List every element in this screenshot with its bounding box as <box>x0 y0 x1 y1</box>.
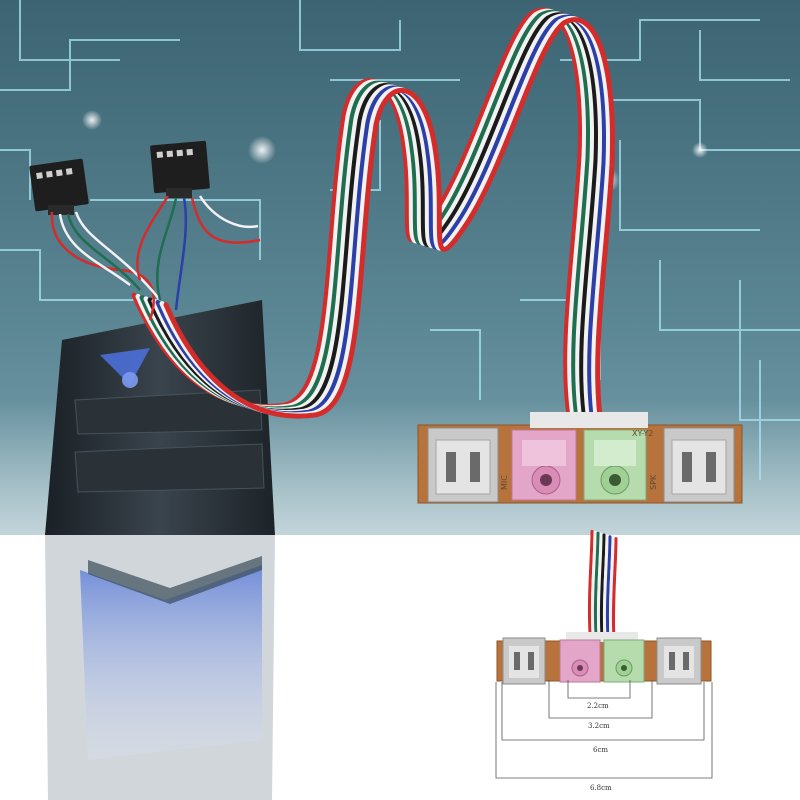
ribbon-wire <box>611 537 618 642</box>
pcb-model-label: XY-Y2 <box>632 429 653 438</box>
dimension-label-6cm: 6cm <box>593 746 608 754</box>
ribbon-wire <box>593 531 600 636</box>
ribbon-wire <box>147 12 599 423</box>
dimension-line-2-2cm <box>567 680 631 699</box>
small-usb-right <box>656 637 702 685</box>
dimension-label-2-2cm: 2.2cm <box>587 702 609 710</box>
dimension-line-6cm <box>501 682 705 741</box>
usb-port-right <box>663 427 735 503</box>
small-cable <box>587 529 618 642</box>
ribbon-wire <box>155 14 607 425</box>
dimension-line-6-8cm <box>495 682 713 779</box>
dimension-label-3-2cm: 3.2cm <box>588 722 610 730</box>
ribbon-wire <box>131 7 583 418</box>
ribbon-cable <box>131 7 615 428</box>
ribbon-wire <box>139 9 591 421</box>
small-usb-left <box>502 637 546 685</box>
connector-wire-leads <box>50 195 261 321</box>
header-connector-left <box>29 158 89 215</box>
ribbon-wire <box>135 8 587 419</box>
header-connector-right <box>150 140 210 198</box>
ribbon-wire <box>608 536 615 641</box>
usb-port-left <box>427 427 499 503</box>
dimension-label-6-8cm: 6.8cm <box>590 784 612 792</box>
ribbon-wire <box>143 11 595 422</box>
pcb-spk-label: SPK <box>649 474 658 490</box>
ribbon-wire <box>159 15 611 427</box>
dimension-lines <box>495 680 713 779</box>
case-reflection <box>45 535 275 800</box>
ribbon-wire <box>602 534 609 639</box>
ribbon-wire <box>151 13 603 424</box>
ribbon-wire <box>599 533 606 638</box>
mic-audio-jack <box>511 429 577 501</box>
small-pink-jack <box>559 639 601 683</box>
computer-case <box>45 300 275 535</box>
small-pcb <box>496 632 712 685</box>
dimension-line-3-2cm <box>548 680 653 719</box>
ribbon-wire <box>163 17 615 428</box>
ribbon-wire <box>605 535 612 640</box>
pcb-mic-label: MIC <box>500 475 509 490</box>
ribbon-wire <box>587 529 594 634</box>
front-panel-pcb: MIC SPK XY-Y2 <box>417 412 743 504</box>
ribbon-wire <box>590 530 597 635</box>
ribbon-wire <box>596 532 603 637</box>
speaker-audio-jack <box>583 429 647 501</box>
small-green-jack <box>603 639 645 683</box>
